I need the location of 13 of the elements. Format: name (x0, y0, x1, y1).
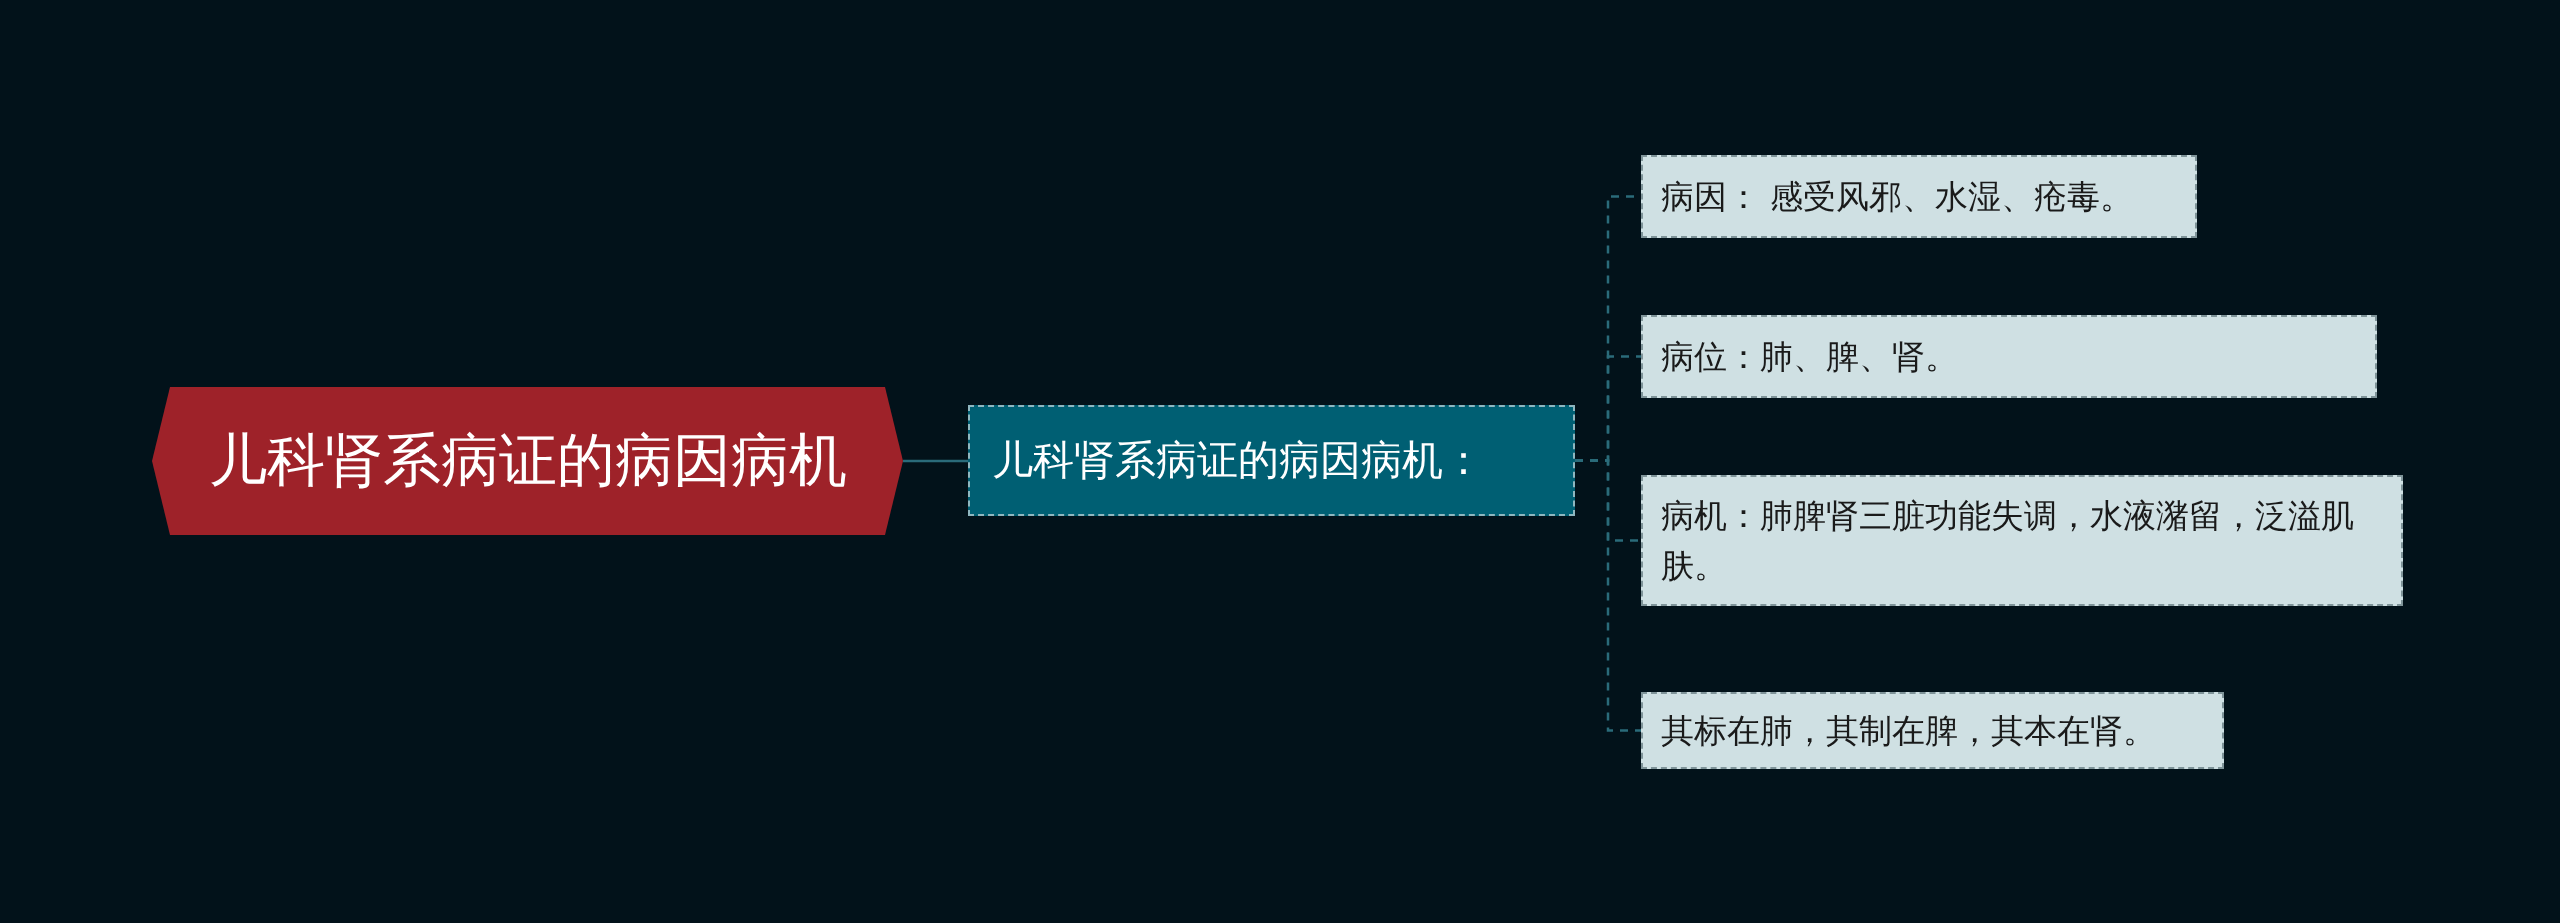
topic-box (968, 405, 1575, 516)
node-text: 其标在肺，其制在脾，其本在肾。 (1661, 709, 2156, 752)
node-text: 儿科肾系病证的病因病机： (992, 435, 1484, 486)
node-text: 病因： 感受风邪、水湿、疮毒。 (1661, 175, 2134, 218)
node-text: 病位：肺、脾、肾。 (1661, 335, 1958, 378)
note-box (1641, 315, 2377, 398)
connector-line (903, 459, 968, 463)
connector-line (1575, 459, 1641, 732)
node-text: 儿科肾系病证的病因病机 (208, 425, 847, 496)
node-text: 病机：肺脾肾三脏功能失调，水液潴留，泛溢肌肤。 (1661, 495, 2355, 587)
note-box (1641, 475, 2403, 606)
note-box (1641, 692, 2224, 769)
note-box (1641, 155, 2197, 238)
